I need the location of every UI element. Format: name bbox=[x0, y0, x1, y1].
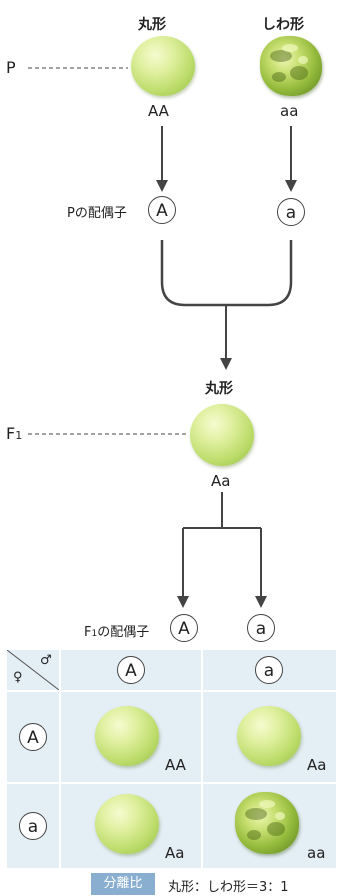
corner-diagonal bbox=[6, 649, 60, 691]
row-header-a: a bbox=[7, 784, 59, 868]
cell-aa-genotype: aa bbox=[307, 844, 326, 862]
f1-gamete-a: a bbox=[247, 614, 275, 642]
f1-generation-label: F1 bbox=[6, 424, 22, 443]
f1-gamete-prefix: F bbox=[84, 625, 92, 640]
pea-round-aa-parent bbox=[131, 36, 195, 96]
f1-genotype: Aa bbox=[211, 472, 231, 490]
f1-gamete-label: F1の配偶子 bbox=[84, 621, 149, 640]
pea-f1-round bbox=[190, 404, 254, 466]
col-header-A-gamete: A bbox=[117, 656, 145, 684]
female-symbol: ♀ bbox=[13, 670, 23, 685]
f1-label-main: F bbox=[6, 424, 16, 443]
cell-Aa-top-genotype: Aa bbox=[307, 756, 327, 774]
pea-cell-AA bbox=[95, 706, 159, 766]
table-corner-cell: ♀ ♂ bbox=[6, 649, 60, 691]
col-header-a: a bbox=[203, 650, 336, 690]
cell-Aa-top: Aa bbox=[203, 692, 336, 782]
ratio-text: 丸形：しわ形＝3：1 bbox=[168, 880, 289, 895]
cell-aa: aa bbox=[203, 784, 336, 868]
f1-gamete-suffix: の配偶子 bbox=[97, 625, 150, 640]
cell-Aa-bottom-genotype: Aa bbox=[165, 844, 185, 862]
p-gamete-A: A bbox=[148, 196, 176, 224]
f1-gamete-sub: 1 bbox=[91, 629, 98, 639]
pea-cell-Aa-top bbox=[237, 706, 301, 766]
pea-cell-Aa-bottom bbox=[95, 794, 159, 854]
f1-label-sub: 1 bbox=[15, 429, 23, 442]
cell-AA-genotype: AA bbox=[165, 756, 186, 774]
p-gamete-label: Pの配偶子 bbox=[67, 206, 127, 221]
row-header-A-gamete: A bbox=[19, 723, 47, 751]
p-wrinkled-label: しわ形 bbox=[262, 17, 304, 33]
p-round-label: 丸形 bbox=[138, 17, 166, 33]
row-header-A: A bbox=[7, 692, 59, 782]
p-genotype-round: AA bbox=[148, 102, 169, 120]
cell-Aa-bottom: Aa bbox=[61, 784, 201, 868]
male-symbol: ♂ bbox=[40, 653, 52, 668]
f1-gamete-A: A bbox=[170, 614, 198, 642]
cell-AA: AA bbox=[61, 692, 201, 782]
ratio-tag: 分離比 bbox=[91, 873, 155, 895]
p-generation-label: P bbox=[6, 58, 16, 77]
p-gamete-a: a bbox=[277, 198, 305, 226]
col-header-a-gamete: a bbox=[255, 656, 283, 684]
pea-cell-aa-wrinkled bbox=[235, 792, 299, 854]
col-header-A: A bbox=[61, 650, 201, 690]
pea-wrinkled-aa-parent bbox=[260, 36, 322, 96]
row-header-a-gamete: a bbox=[19, 812, 47, 840]
p-genotype-wrinkled: aa bbox=[280, 102, 299, 120]
f1-phenotype-label: 丸形 bbox=[205, 381, 233, 397]
